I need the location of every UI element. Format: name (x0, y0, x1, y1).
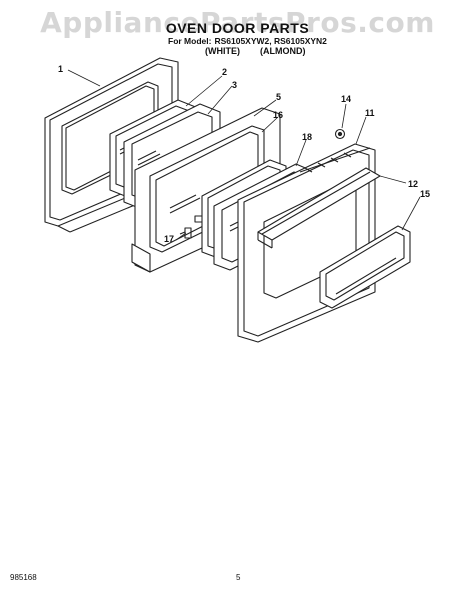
model-numbers: RS6105XYW2, RS6105XYN2 (214, 36, 327, 46)
callout-3: 3 (232, 80, 237, 90)
callout-labels: 1 2 3 5 16 14 11 18 12 15 17 (58, 64, 430, 244)
callout-15: 15 (420, 189, 430, 199)
callout-11: 11 (365, 108, 375, 118)
diagram-title: OVEN DOOR PARTS (165, 20, 310, 36)
callout-18: 18 (302, 132, 312, 142)
callout-16: 16 (273, 110, 283, 120)
callout-2: 2 (222, 67, 227, 77)
callout-leaders (67, 69, 421, 241)
doc-number: 985168 (10, 573, 37, 582)
callout-12: 12 (408, 179, 418, 189)
callout-1: 1 (58, 64, 63, 74)
model-prefix: For Model: (168, 36, 212, 46)
page-number: 5 (236, 573, 241, 582)
callout-17: 17 (164, 234, 174, 244)
variant-almond: (ALMOND) (260, 46, 306, 56)
part-14-bumper (334, 128, 346, 140)
part-15-door-gasket (319, 225, 411, 309)
part-17-hinge-clip (179, 227, 192, 239)
variant-white: (WHITE) (205, 46, 240, 56)
model-line: For Model:RS6105XYW2, RS6105XYN2 (168, 36, 330, 46)
callout-5: 5 (276, 92, 281, 102)
watermark-text: AppliancePartsPros.com (40, 6, 435, 39)
callout-14: 14 (341, 94, 351, 104)
